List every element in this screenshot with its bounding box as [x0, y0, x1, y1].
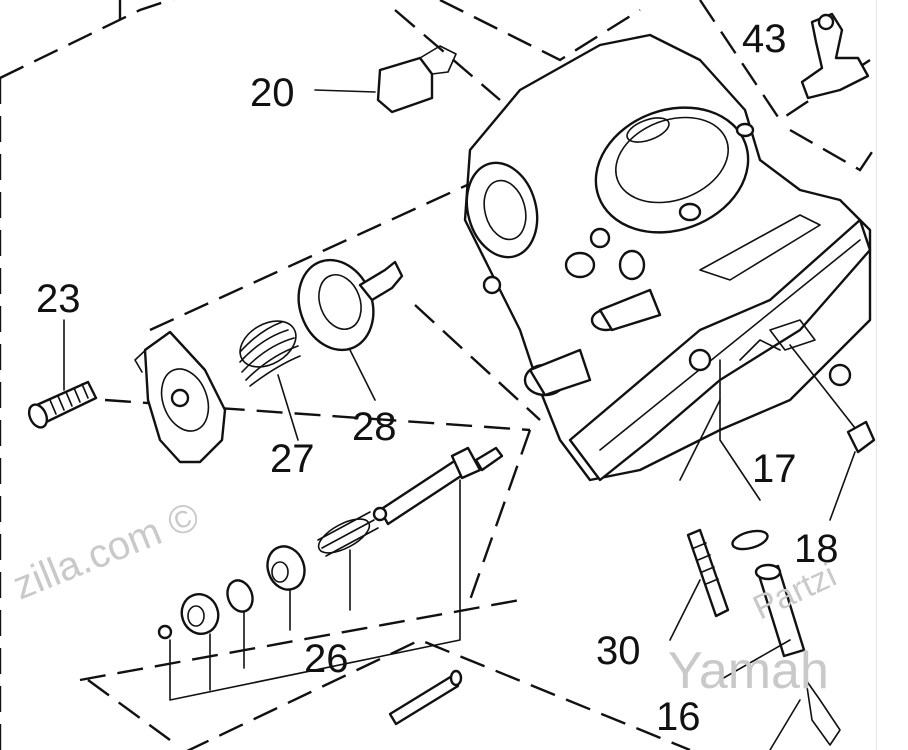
part-cover: [134, 330, 227, 464]
callout-23: 23: [36, 277, 81, 321]
part-28-diaphragm: [297, 258, 404, 401]
callout-27: 27: [270, 437, 315, 481]
right-margin-strip: [876, 0, 908, 750]
watermark-brand: Yamah: [668, 642, 829, 700]
part-23-screw: [27, 319, 98, 429]
callout-30: 30: [596, 629, 641, 673]
part-43-fitting: [800, 12, 870, 100]
part-17-oring: [719, 359, 769, 551]
callout-18: 18: [794, 527, 839, 571]
callout-28: 28: [352, 405, 397, 449]
carburetor-body: [463, 33, 872, 482]
callout-20: 20: [250, 71, 295, 115]
part-16-nozzle: [719, 563, 841, 750]
part-26-assembly: [157, 446, 504, 726]
callout-43: 43: [742, 17, 787, 61]
part-20-cap: [314, 45, 457, 114]
dashed-boundaries: [0, 0, 881, 750]
callout-26: 26: [304, 637, 349, 681]
callout-labels: 20 43 23 27 28 17 18 26 30 16: [36, 17, 839, 739]
watermark-left: zilla.com ©: [7, 494, 205, 608]
part-30-jet: [669, 399, 730, 641]
part-18-bolt: [789, 344, 876, 521]
part-27-spring: [239, 320, 301, 441]
callout-16: 16: [656, 695, 701, 739]
callout-17: 17: [752, 447, 797, 491]
